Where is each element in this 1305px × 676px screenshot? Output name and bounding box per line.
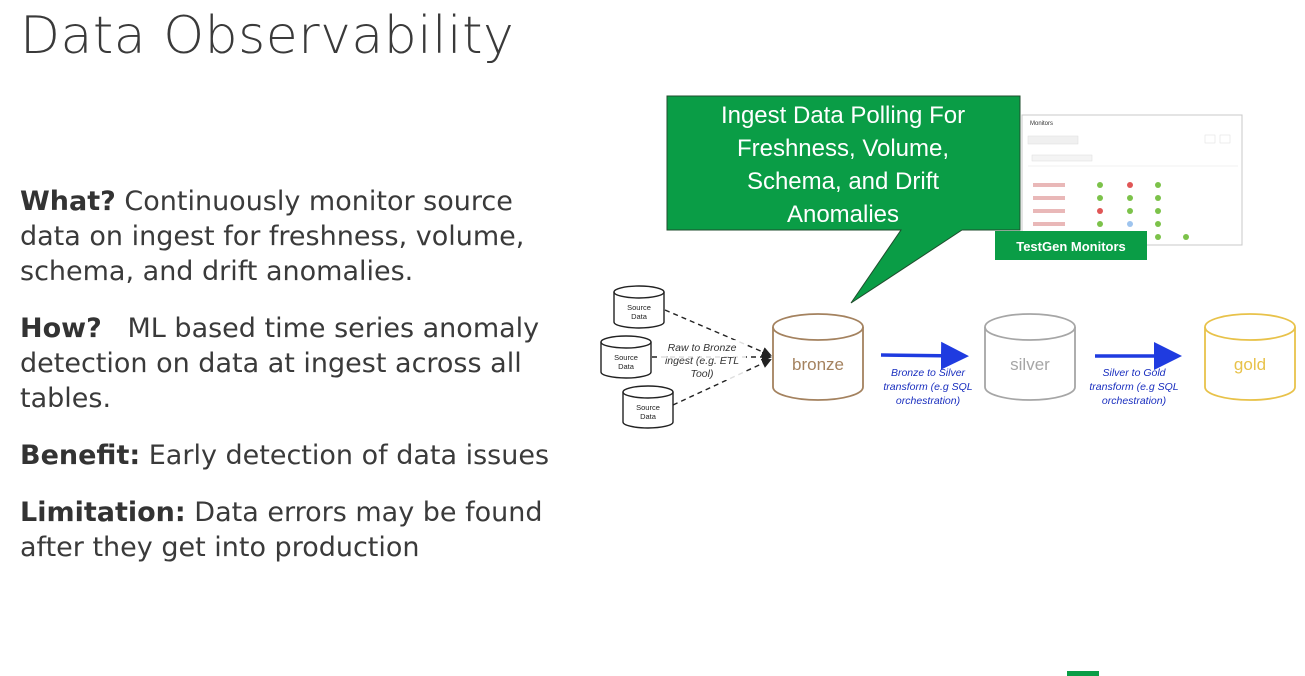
- status-dot: [1183, 234, 1189, 240]
- gold-stage: gold: [1204, 313, 1296, 401]
- monitors-label-bg: [995, 231, 1147, 260]
- point-label: Benefit:: [20, 440, 141, 471]
- source-data-1: Source Data: [613, 285, 665, 329]
- point-what: What? Continuously monitor source data o…: [20, 184, 560, 289]
- bullet-list: What? Continuously monitor source data o…: [20, 184, 560, 587]
- thumbnail-row-name: [1033, 209, 1065, 213]
- callout-line: Schema, and Drift: [747, 168, 939, 195]
- status-dot: [1127, 208, 1133, 214]
- bronze-to-silver: Bronze to Silver transform (e.g SQL orch…: [880, 341, 973, 407]
- logo-fragment: [1067, 671, 1099, 676]
- point-label: Limitation:: [20, 497, 186, 528]
- status-dot: [1155, 182, 1161, 188]
- silver-to-gold: Silver to Gold transform (e.g SQL orches…: [1089, 342, 1182, 407]
- callout-line: Ingest Data Polling For: [721, 102, 965, 129]
- point-how: How? ML based time series anomaly detect…: [20, 311, 560, 416]
- thumbnail-row-name: [1033, 196, 1065, 200]
- status-dot: [1127, 195, 1133, 201]
- ingest-label-line: ingest (e.g. ETL: [665, 355, 739, 367]
- transform-label-line: orchestration): [1102, 395, 1166, 407]
- source-label-line: Source: [627, 303, 651, 312]
- source-data-3: Source Data: [622, 385, 674, 429]
- testgen-monitors-label: TestGen Monitors: [995, 231, 1147, 260]
- ingest-label-line: Tool): [691, 368, 714, 380]
- thumbnail-row-name: [1033, 222, 1065, 226]
- status-dot: [1155, 221, 1161, 227]
- source-label-line: Data: [631, 312, 648, 321]
- monitors-label-text: TestGen Monitors: [1016, 239, 1126, 254]
- point-label: What?: [20, 186, 116, 217]
- status-dot: [1097, 182, 1103, 188]
- ingest-label-line: Raw to Bronze: [668, 342, 737, 354]
- bronze-label: bronze: [792, 355, 844, 374]
- callout: Ingest Data Polling For Freshness, Volum…: [666, 95, 1021, 304]
- page-title: Data Observability: [20, 6, 515, 66]
- bronze-stage: bronze: [772, 313, 864, 401]
- source-label-line: Data: [640, 412, 657, 421]
- raw-to-bronze-label: Raw to Bronze ingest (e.g. ETL Tool): [658, 340, 746, 380]
- callout-shape: [666, 95, 1021, 304]
- point-text: Early detection of data issues: [140, 440, 550, 471]
- transform-label-line: orchestration): [896, 395, 960, 407]
- point-text: Continuously monitor source data on inge…: [20, 186, 525, 287]
- silver-stage: silver: [984, 313, 1076, 401]
- source-label-line: Data: [618, 362, 635, 371]
- status-dot: [1097, 195, 1103, 201]
- status-dot: [1155, 234, 1161, 240]
- transform-label-line: Silver to Gold: [1102, 367, 1166, 379]
- status-dot: [1127, 182, 1133, 188]
- transform-label-line: Bronze to Silver: [891, 367, 966, 379]
- monitors-thumbnail: Monitors: [1021, 114, 1243, 246]
- callout-line: Anomalies: [787, 201, 899, 228]
- status-dot: [1155, 195, 1161, 201]
- transform-label-line: transform (e.g SQL: [1089, 381, 1178, 393]
- status-dot: [1127, 221, 1133, 227]
- point-limitation: Limitation: Data errors may be found aft…: [20, 495, 560, 565]
- silver-label: silver: [1010, 355, 1050, 374]
- source-label-line: Source: [614, 353, 638, 362]
- status-dot: [1097, 208, 1103, 214]
- point-text: ML based time series anomaly detection o…: [20, 313, 548, 414]
- status-dot: [1097, 221, 1103, 227]
- callout-line: Freshness, Volume,: [737, 135, 949, 162]
- transform-label-line: transform (e.g SQL: [883, 381, 972, 393]
- source-label-line: Source: [636, 403, 660, 412]
- source-data-2: Source Data: [600, 335, 652, 379]
- thumbnail-row-name: [1033, 183, 1065, 187]
- point-text: Data errors may be found after they get …: [20, 497, 543, 563]
- point-benefit: Benefit: Early detection of data issues: [20, 438, 560, 473]
- point-label: How?: [20, 313, 102, 344]
- gold-label: gold: [1234, 355, 1266, 374]
- thumbnail-title: Monitors: [1030, 121, 1053, 127]
- status-dot: [1155, 208, 1161, 214]
